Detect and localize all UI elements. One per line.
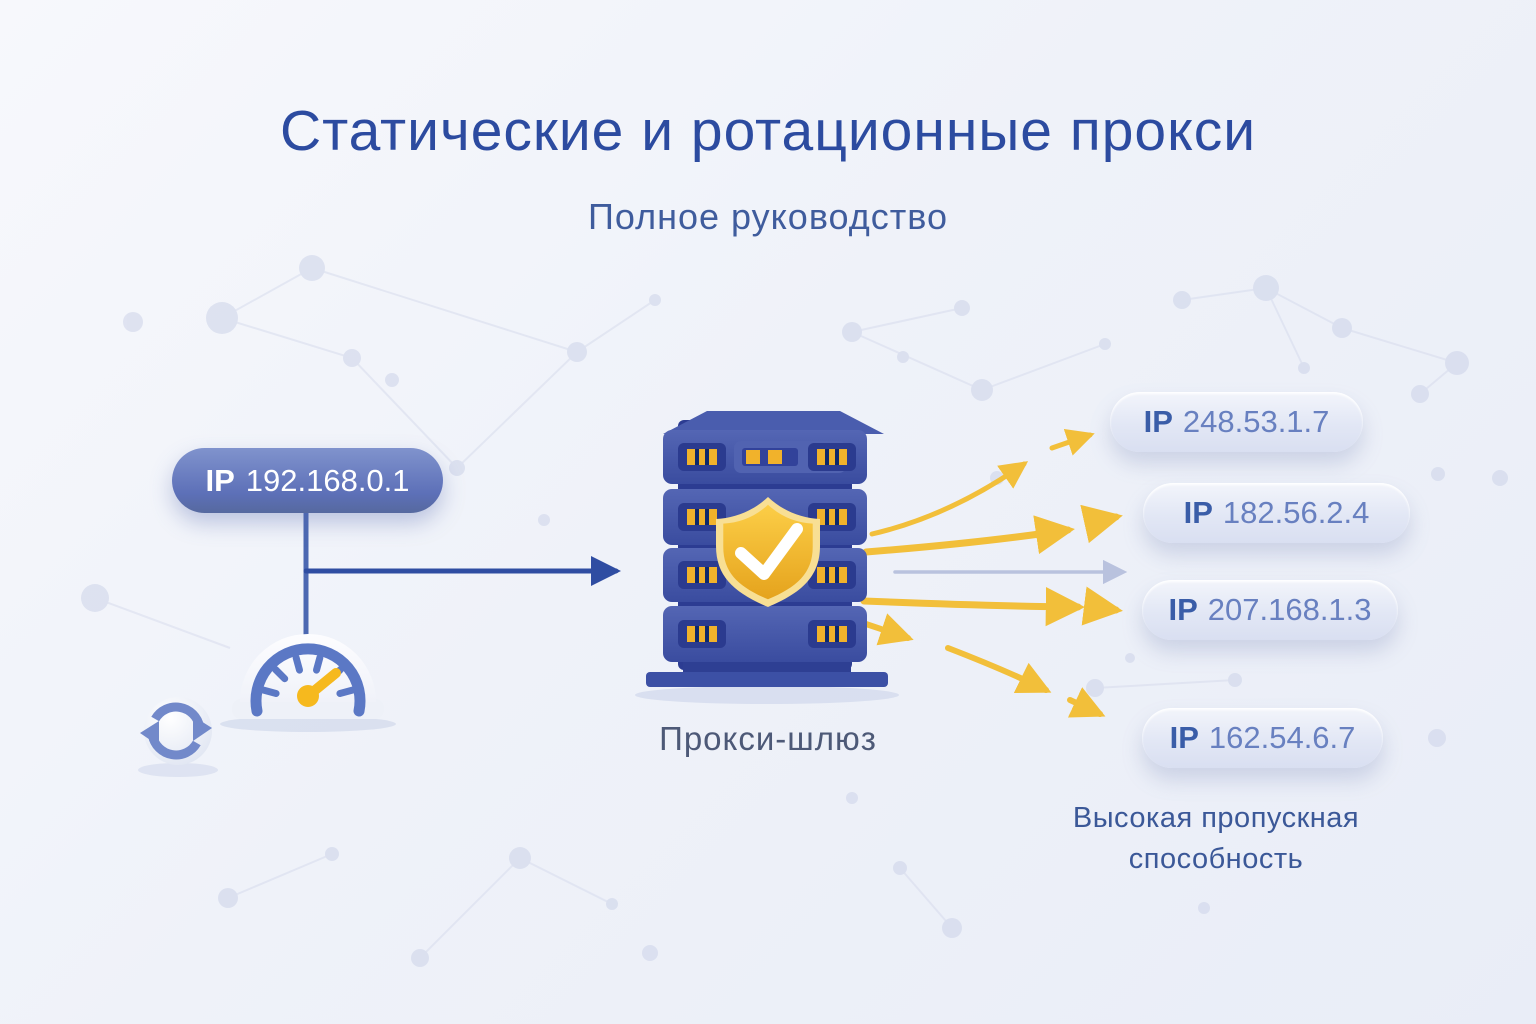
server-led-modules [678,441,856,648]
page-subtitle: Полное руководство [587,196,949,237]
output-ip-value: 162.54.6.7 [1208,720,1356,755]
output-ip-badge: IP 162.54.6.7 [1142,708,1383,768]
output-ip-value: 182.56.2.4 [1222,495,1370,530]
output-ip-value: 207.168.1.3 [1207,592,1372,627]
flow-arrows [105,428,1128,718]
throughput-caption: Высокая пропускная способность [1036,798,1396,880]
speedometer-icon [220,634,396,732]
shield-check-icon [716,497,820,607]
output-ip-badge: IP 182.56.2.4 [1143,483,1410,543]
sync-rotation-icon [138,697,218,777]
gateway-label: Прокси-шлюз [659,720,877,757]
throughput-caption-line2: способность [1128,843,1304,876]
output-ip-label: IP [1168,592,1198,627]
source-ip-value: 192.168.0.1 [245,462,410,498]
network-pattern-background [81,255,1508,967]
output-ip-badge: IP 248.53.1.7 [1110,392,1363,452]
server-shield-icon [635,411,899,704]
source-ip-label: IP [205,462,235,498]
output-ip-badge: IP 207.168.1.3 [1142,580,1398,640]
output-ip-label: IP [1143,404,1173,439]
throughput-caption-line1: Высокая пропускная [1072,802,1360,834]
page-title: Статические и ротационные прокси [279,99,1257,163]
output-ip-value: 248.53.1.7 [1182,404,1330,439]
outgoing-yellow-arrows [860,428,1123,718]
source-ip-badge: IP 192.168.0.1 [172,448,443,513]
output-ip-label: IP [1183,495,1213,530]
output-ip-label: IP [1169,720,1199,755]
